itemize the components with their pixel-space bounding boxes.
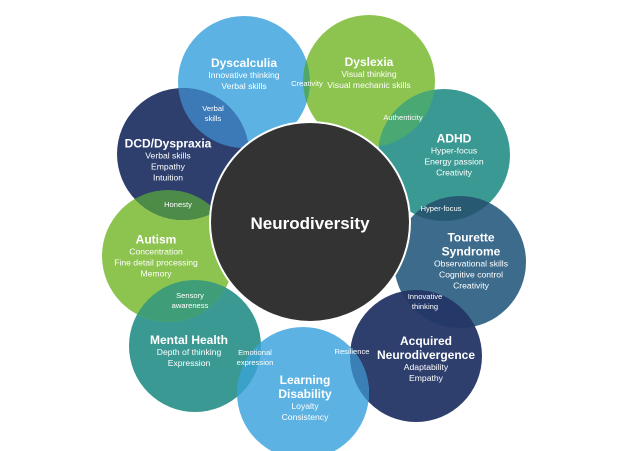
petal-title: Acquired	[399, 334, 453, 348]
petal-tourette-syndrome: Tourette Syndrome Observational skills C…	[434, 231, 508, 292]
overlap-label-resilience: Resilience	[334, 347, 370, 356]
petal-trait: Consistency	[281, 412, 329, 422]
overlap-line: skills	[204, 114, 222, 123]
overlap-line: Sensory	[176, 291, 204, 300]
petal-learning-disability: Learning Disability Loyalty Consistency	[278, 373, 331, 423]
petal-trait: Energy passion	[424, 156, 484, 167]
overlap-label-hyper-focus: Hyper-focus	[420, 204, 462, 213]
overlap-lens-dyslexia-adhd	[378, 89, 435, 147]
center-label: Neurodiversity	[250, 214, 370, 233]
petal-title: Dyscalculia	[210, 56, 278, 70]
petal-title: Learning	[279, 373, 331, 387]
petal-title: Mental Health	[149, 333, 229, 347]
overlap-lens-dcd-dyspraxia-dyscalculia	[178, 88, 249, 148]
petal-trait: Visual mechanic skills	[327, 80, 411, 90]
overlap-line: thinking	[411, 302, 439, 311]
overlap-label-authenticity: Authenticity	[383, 113, 423, 122]
center-circle	[209, 121, 411, 323]
petal-trait: Creativity	[436, 167, 472, 178]
petal-trait: Loyalty	[291, 401, 319, 411]
petal-title: DCD/Dyspraxia	[124, 136, 212, 151]
petal-trait: Cognitive control	[438, 269, 503, 280]
petal-title: Neurodivergence	[376, 348, 476, 362]
petal-trait: Visual thinking	[341, 69, 397, 79]
petal-dyslexia: Dyslexia Visual thinking Visual mechanic…	[327, 55, 410, 91]
overlap-line: expression	[236, 358, 274, 367]
petal-trait: Verbal skills	[145, 150, 191, 161]
petal-trait: Expression	[167, 358, 211, 368]
petal-title: Disability	[278, 387, 332, 401]
petal-trait: Depth of thinking	[156, 347, 222, 357]
petal-title: ADHD	[436, 131, 472, 146]
overlap-label-verbal-skills: Verbal skills	[202, 104, 224, 124]
overlap-line: Verbal	[202, 104, 224, 113]
petal-title: Dyslexia	[344, 55, 394, 69]
overlap-line: Innovative	[407, 292, 443, 301]
petal-trait: Empathy	[409, 373, 443, 383]
petal-trait: Adaptability	[403, 362, 449, 372]
petal-mental-health: Mental Health Depth of thinking Expressi…	[150, 333, 228, 369]
overlap-label-emotional-expression: Emotional expression	[237, 348, 274, 368]
petal-circle-learning-disability	[237, 327, 369, 451]
petal-trait: Empathy	[151, 161, 185, 172]
overlap-lens-tourette-syndrome-acquired-neurodivergence	[394, 290, 482, 328]
petal-trait: Memory	[140, 268, 172, 279]
petal-adhd: ADHD Hyper-focus Energy passion Creativi…	[424, 132, 483, 179]
petal-acquired-neurodivergence: Acquired Neurodivergence Adaptability Em…	[377, 334, 475, 384]
petal-dcd-dyspraxia: DCD/Dyspraxia Verbal skills Empathy Intu…	[125, 137, 212, 184]
petal-trait: Hyper-focus	[430, 145, 478, 156]
overlap-line: Emotional	[238, 348, 272, 357]
petal-trait: Innovative thinking	[208, 70, 280, 80]
overlap-label-honesty: Honesty	[164, 200, 192, 209]
overlap-label-creativity: Creativity	[291, 79, 323, 88]
overlap-label-innovative-thinking: Innovative thinking	[408, 292, 443, 312]
petal-autism: Autism Concentration Fine detail process…	[114, 233, 198, 280]
overlap-label-sensory-awareness: Sensory awareness	[172, 291, 209, 311]
petal-title: Autism	[135, 232, 177, 247]
petal-title: Tourette	[447, 230, 495, 245]
petal-trait: Verbal skills	[221, 81, 267, 91]
petal-trait: Fine detail processing	[114, 257, 198, 268]
petal-trait: Intuition	[152, 172, 184, 183]
petal-trait: Observational skills	[433, 258, 509, 269]
petal-title: Syndrome	[441, 244, 501, 259]
petal-trait: Creativity	[453, 280, 489, 291]
overlap-line: awareness	[171, 301, 209, 310]
petal-dyscalculia: Dyscalculia Innovative thinking Verbal s…	[208, 56, 279, 92]
petal-trait: Concentration	[129, 246, 183, 257]
